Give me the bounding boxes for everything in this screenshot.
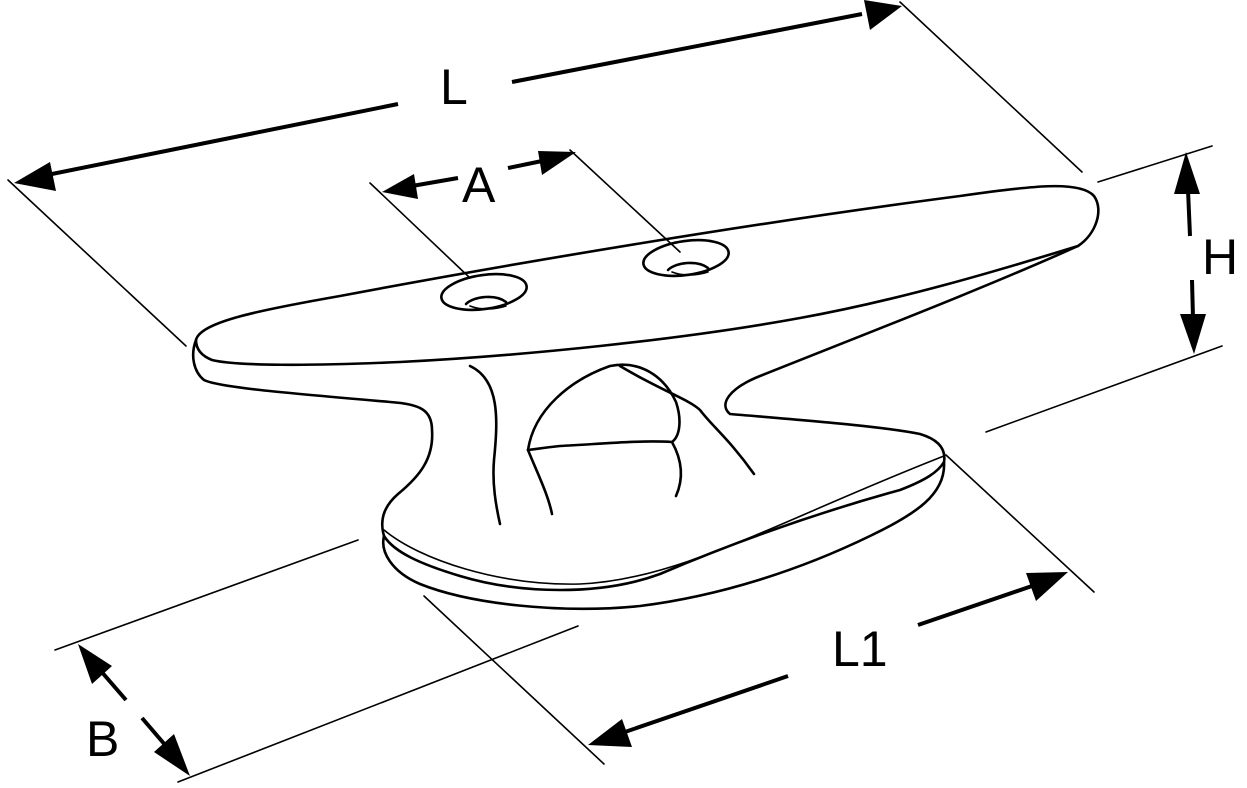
arrowhead-A-left <box>382 174 418 199</box>
label-L: L <box>440 59 468 115</box>
dimension-A <box>382 151 576 199</box>
dim-line-B-bottom <box>140 716 168 748</box>
ext-line-B-top <box>54 539 359 651</box>
arrowhead-L1-right <box>1026 572 1068 601</box>
cleat-pillar-left <box>468 364 502 526</box>
ext-line-L-left <box>7 179 187 347</box>
dim-line-L-left <box>41 102 399 178</box>
extension-lines <box>7 1 1223 783</box>
dimension-labels: L A H B L1 <box>86 59 1238 767</box>
mounting-hole-right <box>642 238 730 278</box>
arrowhead-H-top <box>1174 152 1200 194</box>
dimension-L1 <box>588 572 1068 747</box>
cleat-left-horn-underside <box>191 338 434 538</box>
dim-line-L1-left <box>621 674 789 735</box>
cleat-top-surface <box>194 184 1100 367</box>
label-A: A <box>462 157 496 213</box>
hole-left-bore <box>464 295 508 306</box>
ext-line-A-left <box>369 182 471 279</box>
ext-line-A-right <box>569 149 681 253</box>
arrowhead-A-right <box>538 151 576 175</box>
dimension-B <box>78 644 190 776</box>
mounting-hole-left <box>440 272 528 312</box>
arrowhead-B-top <box>78 644 112 684</box>
dim-line-A-right <box>507 159 543 170</box>
cleat-center-opening <box>526 363 681 452</box>
label-L1: L1 <box>832 621 888 677</box>
label-H: H <box>1202 229 1238 285</box>
dim-line-H-top <box>1186 189 1192 237</box>
cleat-base-edge <box>383 455 945 585</box>
hole-right-bottom <box>671 271 709 276</box>
ext-line-H-bottom <box>985 345 1223 433</box>
label-B: B <box>86 711 119 767</box>
dimension-L <box>14 0 902 191</box>
dim-line-B-top <box>98 668 128 702</box>
ext-line-L1-right <box>945 454 1095 593</box>
ext-line-L-right <box>899 1 1083 173</box>
dim-line-L-right <box>511 12 863 84</box>
hole-right-bore <box>666 261 710 272</box>
arrowhead-L-left <box>14 162 56 191</box>
cleat-body <box>191 184 1100 611</box>
cleat-pillar-right <box>618 364 756 476</box>
dim-line-A-left <box>411 176 459 188</box>
hole-left-bottom <box>469 305 507 310</box>
cleat-center-opening-inner-right <box>670 440 683 498</box>
cleat-right-horn-underside <box>724 244 1080 464</box>
dim-line-L1-right <box>917 584 1033 627</box>
dim-line-H-bottom <box>1190 279 1195 319</box>
ext-line-L1-left <box>423 595 605 765</box>
dimension-H <box>1174 152 1206 354</box>
arrowhead-L-right <box>864 0 902 30</box>
arrowhead-H-bottom <box>1180 314 1206 354</box>
cleat-center-opening-inner-left <box>526 448 554 516</box>
ext-line-H-top <box>1097 145 1213 183</box>
ext-line-B-bottom <box>177 625 579 783</box>
arrowhead-B-bottom <box>154 734 190 776</box>
arrowhead-L1-left <box>588 719 632 747</box>
cleat-base-plate <box>381 460 946 611</box>
